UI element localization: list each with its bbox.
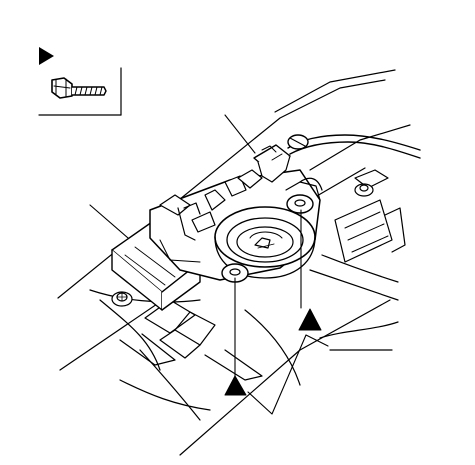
callout-leader-motor [89,204,129,239]
mounting-grommet-lower-left [111,291,133,307]
hex-flange-bolt-icon [51,77,107,99]
window-regulator-motor [111,134,421,311]
callout-leaders [89,114,329,415]
triangle-markers [224,308,322,396]
bolt-marker-triangle-right-icon [298,308,322,331]
callout-leader-triangle-group [247,334,329,415]
legend-triangle-icon [39,47,54,65]
callout-leader-connector [224,114,256,154]
bolt-marker-triangle-left-icon [224,375,247,396]
mounting-grommet-upper-right [354,183,374,197]
legend [38,47,122,116]
